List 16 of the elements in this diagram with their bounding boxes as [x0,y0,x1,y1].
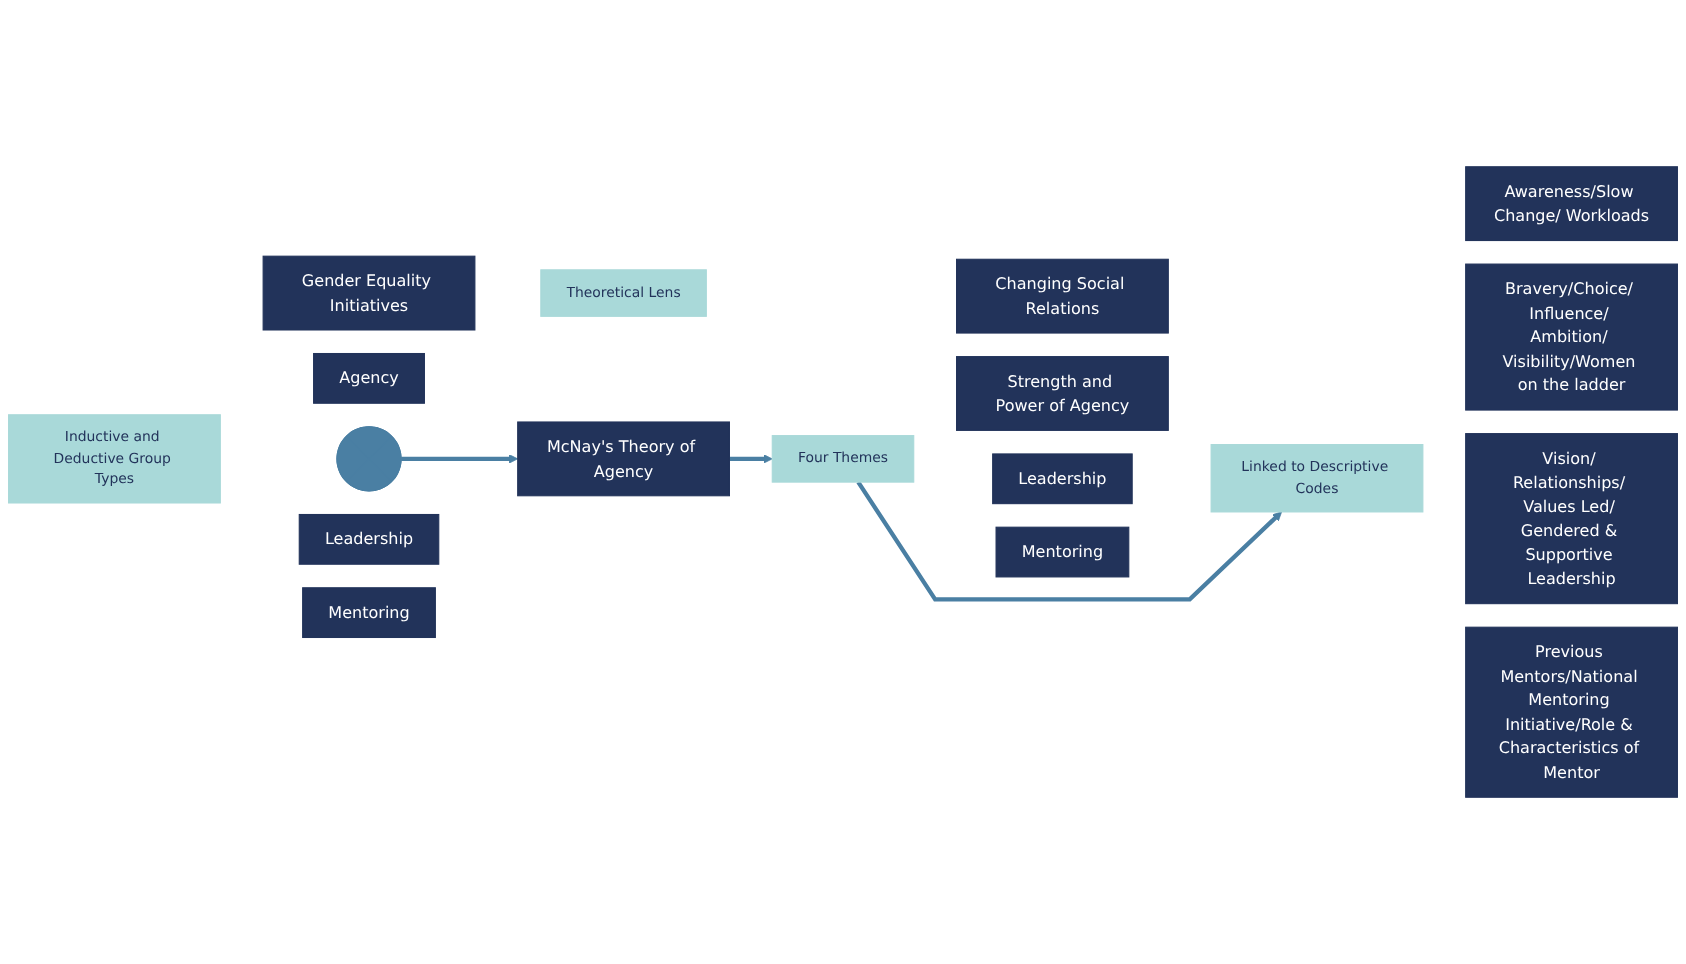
arrow [401,454,519,464]
arrow [856,480,1282,602]
arrow [729,454,773,464]
node-box: Bravery/Choice/ Influence/ Ambition/ Visibility/Women on the ladder [1465,263,1678,411]
node-box: Vision/ Relationships/ Values Led/ Gendered & Supportive Leadership [1465,433,1678,605]
node-box: Leadership [298,513,440,565]
node-box: Mentoring [995,526,1130,578]
node-box: Previous Mentors/National Mentoring Initiative/Role & Characteristics of Mentor [1465,626,1678,798]
node-box: Gender Equality Initiatives [262,255,476,331]
node-box: Changing Social Relations [956,258,1169,334]
node-box: McNay's Theory of Agency [517,421,730,497]
node-box: Awareness/Slow Change/ Workloads [1465,166,1678,242]
node-box: Agency [313,352,425,404]
node-box: Leadership [992,453,1133,505]
node-box: Mentoring [302,587,436,639]
node-box: Strength and Power of Agency [956,356,1169,431]
